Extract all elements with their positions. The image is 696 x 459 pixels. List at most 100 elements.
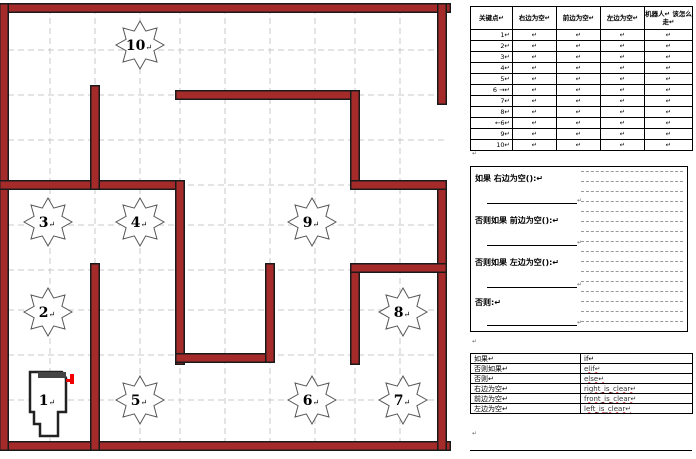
code-blank-4[interactable] [487, 325, 577, 326]
answer-cell[interactable]: ↵ [644, 117, 693, 129]
answer-cell[interactable]: ↵ [512, 40, 557, 52]
table-row: 9↵↵↵↵↵ [470, 128, 693, 140]
key-point-mark: ↵ [145, 43, 152, 52]
answer-cell[interactable]: ↵ [556, 139, 601, 151]
code-blank-1[interactable] [487, 203, 577, 204]
code-blank-2[interactable] [487, 245, 577, 246]
answer-cell[interactable]: ↵ [512, 73, 557, 85]
answer-cell[interactable]: ↵ [512, 62, 557, 74]
mapping-english: elif↵ [580, 363, 693, 374]
answer-cell[interactable]: ↵ [644, 73, 693, 85]
key-point-mark: ↵ [49, 220, 56, 229]
answer-cell[interactable]: ↵ [512, 84, 557, 96]
mapping-row: 如果↵if↵ [470, 353, 693, 364]
answer-cell[interactable]: ↵ [600, 128, 645, 140]
answer-cell[interactable]: ↵ [644, 51, 693, 63]
table-row: 4↵↵↵↵↵ [470, 62, 693, 74]
dashed-line [581, 231, 683, 232]
keypoint-cell: 7↵ [470, 95, 513, 107]
answer-cell[interactable]: ↵ [556, 62, 601, 74]
keypoint-cell: 1↵ [470, 29, 513, 41]
keypoint-cell: 10↵ [470, 139, 513, 151]
blank-mark-1: ↵ [577, 197, 583, 204]
answer-cell[interactable]: ↵ [644, 139, 693, 151]
answer-cell[interactable]: ↵ [644, 106, 693, 118]
blank-mark-2: ↵ [577, 239, 583, 246]
answer-cell[interactable]: ↵ [556, 29, 601, 41]
mapping-english: front_is_clear↵ [580, 393, 693, 404]
mapping-chinese: 前边为空↵ [470, 393, 581, 404]
dashed-line [581, 221, 683, 222]
header-robot-move: 机器人↵ 该怎么走↵ [644, 6, 693, 30]
blank-mark-3: ↵ [577, 281, 583, 288]
answer-cell[interactable]: ↵ [644, 29, 693, 41]
code-blank-3[interactable] [487, 287, 577, 288]
mapping-english-text: front_is_clear↵ [584, 394, 637, 403]
key-point-mark: ↵ [313, 220, 320, 229]
mapping-row: 否则如果↵elif↵ [470, 363, 693, 374]
mapping-row: 左边为空↵left_is_clear↵ [470, 403, 693, 414]
dashed-line [581, 301, 683, 302]
answer-cell[interactable]: ↵ [556, 40, 601, 52]
maze-diagram: 1↵2↵3↵4↵5↵6↵7↵8↵9↵10↵ [0, 3, 451, 451]
answer-cell[interactable]: ↵ [556, 84, 601, 96]
key-point-7: 7↵ [377, 374, 429, 426]
keypoint-cell: 9↵ [470, 128, 513, 140]
answer-cell[interactable]: ↵ [600, 73, 645, 85]
dashed-line [581, 241, 683, 242]
answer-cell[interactable]: ↵ [644, 95, 693, 107]
mapping-chinese: 否则↵ [470, 373, 581, 384]
key-point-3: 3↵ [22, 196, 74, 248]
star-marker [377, 374, 429, 426]
mapping-row: 否则↵else↵ [470, 373, 693, 384]
answer-cell[interactable]: ↵ [512, 139, 557, 151]
dashed-line [581, 191, 683, 192]
answer-cell[interactable]: ↵ [600, 51, 645, 63]
table-row: 1↵↵↵↵↵ [470, 29, 693, 41]
answer-cell[interactable]: ↵ [600, 29, 645, 41]
keypoint-cell: 5↵ [470, 73, 513, 85]
answer-cell[interactable]: ↵ [600, 84, 645, 96]
keypoint-cell: 3↵ [470, 51, 513, 63]
answer-cell[interactable]: ↵ [512, 95, 557, 107]
table-row: 10↵↵↵↵↵ [470, 139, 693, 151]
answer-cell[interactable]: ↵ [512, 29, 557, 41]
answer-cell[interactable]: ↵ [556, 51, 601, 63]
header-keypoint: 关键点↵ [470, 6, 513, 30]
star-marker [377, 286, 429, 338]
code-if-right-clear: 如果 右边为空():↵ [475, 174, 543, 183]
answer-cell[interactable]: ↵ [512, 51, 557, 63]
table-row: 2↵↵↵↵↵ [470, 40, 693, 52]
answer-cell[interactable]: ↵ [512, 106, 557, 118]
answer-cell[interactable]: ↵ [600, 117, 645, 129]
paragraph-mark: ↵ [472, 338, 478, 345]
answer-cell[interactable]: ↵ [644, 40, 693, 52]
code-elif-left-clear: 否则如果 左边为空():↵ [475, 258, 559, 267]
answer-cell[interactable]: ↵ [644, 128, 693, 140]
answer-cell[interactable]: ↵ [512, 128, 557, 140]
mapping-english: else↵ [580, 373, 693, 384]
mapping-english: left_is_clear↵ [580, 403, 693, 414]
answer-cell[interactable]: ↵ [600, 95, 645, 107]
dashed-line [581, 251, 683, 252]
answer-cell[interactable]: ↵ [600, 139, 645, 151]
answer-cell[interactable]: ↵ [644, 62, 693, 74]
answer-cell[interactable]: ↵ [556, 73, 601, 85]
answer-cell[interactable]: ↵ [556, 95, 601, 107]
answer-cell[interactable]: ↵ [600, 62, 645, 74]
answer-cell[interactable]: ↵ [556, 117, 601, 129]
code-else: 否则:↵ [475, 298, 501, 307]
answer-cell[interactable]: ↵ [556, 106, 601, 118]
answer-cell[interactable]: ↵ [600, 40, 645, 52]
mapping-english-text: elif↵ [584, 364, 601, 373]
answer-cell[interactable]: ↵ [556, 128, 601, 140]
key-point-mark: ↵ [313, 398, 320, 407]
header-left-clear: 左边为空↵ [600, 6, 645, 30]
answer-cell[interactable]: ↵ [600, 106, 645, 118]
keyword-mapping-table: 如果↵if↵否则如果↵elif↵否则↵else↵右边为空↵right_is_cl… [470, 353, 693, 414]
answer-dashed-lines[interactable] [581, 171, 683, 331]
answer-cell[interactable]: ↵ [512, 117, 557, 129]
answer-cell[interactable]: ↵ [644, 84, 693, 96]
key-point-mark: ↵ [404, 310, 411, 319]
keypoint-cell: 6 →↵ [470, 84, 513, 96]
